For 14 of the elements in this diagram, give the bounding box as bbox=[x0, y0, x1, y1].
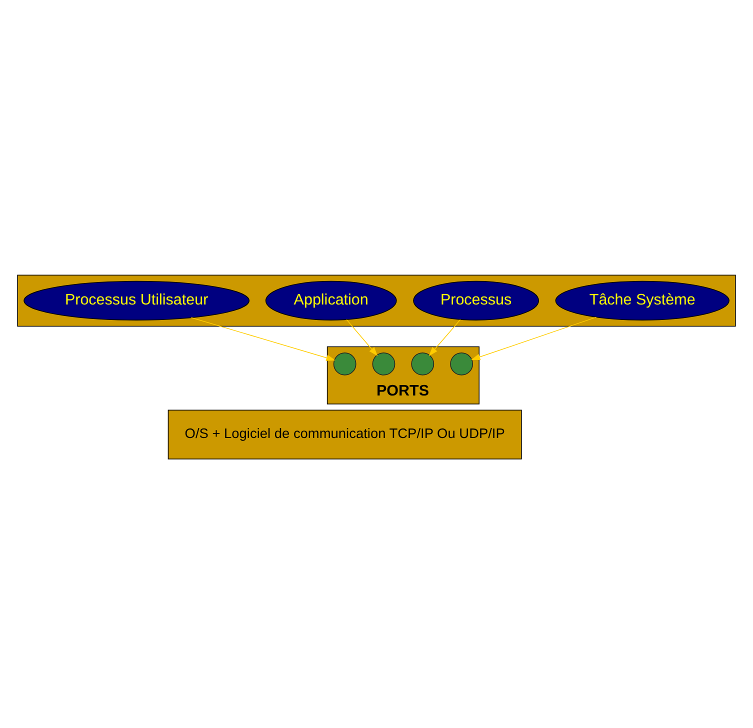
arrow bbox=[190, 317, 336, 361]
cluster bbox=[17, 274, 736, 327]
node-circle bbox=[372, 352, 396, 376]
node-circle bbox=[411, 352, 434, 376]
arrow bbox=[346, 319, 378, 356]
node-ellipse: Tâche Système bbox=[555, 280, 730, 320]
node-box: O/S + Logiciel de communication TCP/IP Ou UDP/IP bbox=[168, 410, 522, 460]
node-ellipse: Processus Utilisateur bbox=[24, 280, 250, 320]
node-circle bbox=[333, 352, 356, 376]
node-ellipse: Processus bbox=[413, 280, 540, 320]
node-ellipse: Application bbox=[265, 280, 397, 320]
arrow bbox=[428, 319, 461, 356]
arrow bbox=[470, 316, 597, 360]
node-circle bbox=[450, 352, 473, 376]
